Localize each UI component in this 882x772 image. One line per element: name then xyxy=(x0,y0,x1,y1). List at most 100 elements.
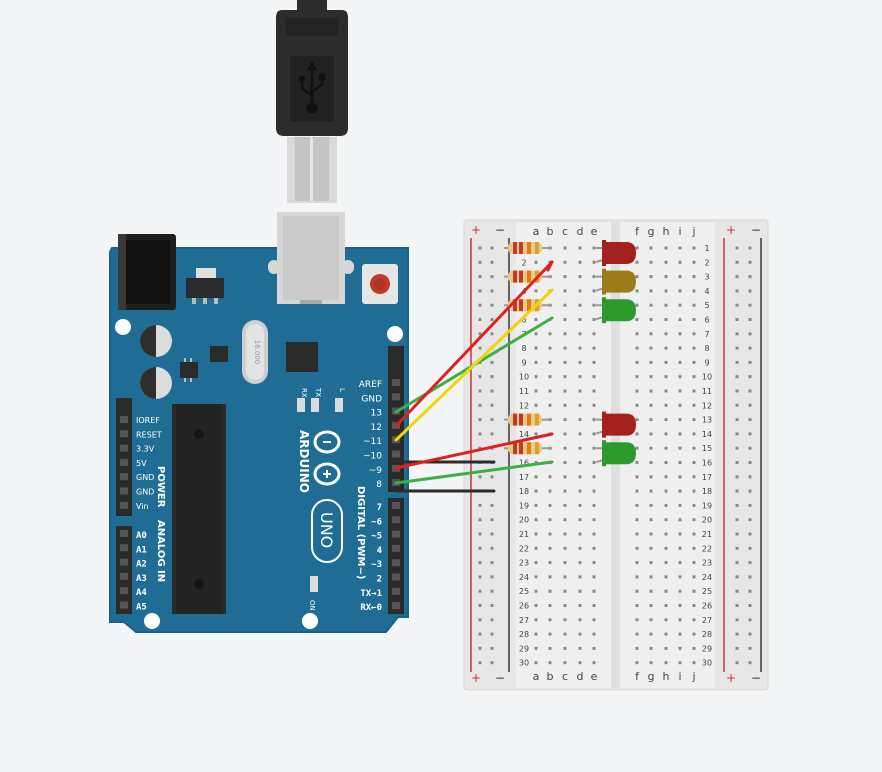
mounting-hole xyxy=(115,319,403,629)
breadboard-column-label: c xyxy=(562,670,568,683)
digital-pin-label: ~5 xyxy=(371,532,382,542)
breadboard-row-label: 28 xyxy=(519,630,529,639)
analog-header[interactable] xyxy=(116,526,132,614)
small-chip xyxy=(180,362,198,378)
breadboard-row-label: 26 xyxy=(702,602,712,611)
breadboard-row-label: 5 xyxy=(704,301,709,310)
breadboard-row-label: 17 xyxy=(519,473,529,482)
breadboard-row-label: 8 xyxy=(521,344,526,353)
wire-red[interactable] xyxy=(394,260,554,428)
breadboard-row-label: 23 xyxy=(702,559,712,568)
breadboard-column-label: f xyxy=(635,225,640,238)
crystal: 16.000 xyxy=(242,320,268,384)
breadboard-row-label: 8 xyxy=(704,344,709,353)
led-red[interactable] xyxy=(595,411,636,438)
model-label: UNO xyxy=(317,512,336,548)
breadboard-row-label: 24 xyxy=(702,573,712,582)
l-label: L xyxy=(338,388,346,392)
breadboard-column-label: j xyxy=(691,225,695,238)
usb-interface-chip xyxy=(286,342,318,372)
breadboard-row-label: 16 xyxy=(519,459,529,468)
digital-pin-label: ~11 xyxy=(363,437,382,447)
breadboard-row-label: 25 xyxy=(702,587,712,596)
breadboard-row-label: 20 xyxy=(702,516,712,525)
breadboard-column-label: c xyxy=(562,225,568,238)
breadboard-row-label: 18 xyxy=(519,487,529,496)
breadboard-row-label: 28 xyxy=(702,630,712,639)
breadboard-column-label: d xyxy=(577,670,584,683)
leds[interactable] xyxy=(595,240,636,467)
digital-header-bottom[interactable] xyxy=(388,498,404,614)
power-title: POWER xyxy=(155,466,166,508)
breadboard-row-label: 15 xyxy=(702,444,712,453)
analog-pin-label: A3 xyxy=(136,574,147,584)
capacitor xyxy=(140,325,172,399)
breadboard-row-label: 7 xyxy=(704,330,709,339)
arduino-logo xyxy=(313,430,341,486)
breadboard-row-label: 20 xyxy=(519,516,529,525)
breadboard-column-label: b xyxy=(547,670,554,683)
digital-pin-label: ~10 xyxy=(363,452,382,462)
breadboard-row-label: 10 xyxy=(519,373,529,382)
wires[interactable] xyxy=(394,260,554,493)
breadboard-column-label: h xyxy=(663,225,670,238)
breadboard-row-label: 6 xyxy=(704,316,709,325)
breadboard-rail-label: + xyxy=(726,671,736,685)
breadboard-column-label: b xyxy=(547,225,554,238)
breadboard-row-label: 29 xyxy=(519,644,529,653)
digital-pin-label: 7 xyxy=(377,503,382,513)
power-pin-label: Vin xyxy=(136,502,149,511)
breadboard-row-label: 27 xyxy=(519,616,529,625)
breadboard-row-label: 11 xyxy=(702,387,712,396)
breadboard-column-label: i xyxy=(678,670,681,683)
breadboard-row-label: 19 xyxy=(702,501,712,510)
on-label: ON xyxy=(308,600,316,611)
breadboard-column-label: e xyxy=(591,670,598,683)
breadboard-row-label: 9 xyxy=(704,358,709,367)
breadboard-rail-label: + xyxy=(471,671,481,685)
wire-red[interactable] xyxy=(394,432,554,470)
led-red[interactable] xyxy=(595,240,636,266)
resistors[interactable] xyxy=(504,242,552,455)
analog-title: ANALOG IN xyxy=(155,520,166,582)
arduino-board[interactable]: 16.000 RX TX L ARDUINO UNO ON xyxy=(109,212,409,633)
usb-cable[interactable] xyxy=(276,0,348,203)
power-pin-label: RESET xyxy=(136,430,162,439)
breadboard-rail-label: − xyxy=(495,223,505,237)
wire-green[interactable] xyxy=(394,460,554,485)
power-header[interactable] xyxy=(116,398,132,516)
microcontroller-chip xyxy=(172,404,226,614)
breadboard-row-label: 23 xyxy=(519,559,529,568)
analog-pin-label: A4 xyxy=(136,588,147,598)
wire-yellow[interactable] xyxy=(394,288,554,442)
resistor[interactable] xyxy=(504,442,552,455)
breadboard-column-label: a xyxy=(533,225,540,238)
wire-red[interactable] xyxy=(546,260,554,272)
breadboard-column-label: a xyxy=(533,670,540,683)
resistor[interactable] xyxy=(504,242,552,254)
breadboard-row-label: 9 xyxy=(521,358,526,367)
resistor[interactable] xyxy=(504,413,552,426)
led-green[interactable] xyxy=(595,297,636,324)
led-yellow[interactable] xyxy=(595,268,636,295)
analog-pin-label: A5 xyxy=(136,603,147,613)
breadboard-row-label: 17 xyxy=(702,473,712,482)
voltage-regulator xyxy=(186,268,224,304)
power-pin-label: IOREF xyxy=(136,416,160,425)
uno-badge: UNO xyxy=(311,499,343,563)
usb-port xyxy=(268,212,354,304)
reset-button[interactable] xyxy=(362,264,398,304)
breadboard-row-label: 13 xyxy=(702,416,712,425)
digital-pin-label: 8 xyxy=(376,480,382,490)
breadboard-rail-label: − xyxy=(495,671,505,685)
rx-label: RX xyxy=(300,388,308,398)
breadboard-column-label: h xyxy=(663,670,670,683)
power-pin-label: 3.3V xyxy=(136,445,155,454)
led-green[interactable] xyxy=(595,440,636,467)
breadboard-row-label: 11 xyxy=(519,387,529,396)
power-pin-label: GND xyxy=(136,488,154,497)
usb-icon xyxy=(298,61,326,114)
breadboard-column-label: j xyxy=(691,670,695,683)
